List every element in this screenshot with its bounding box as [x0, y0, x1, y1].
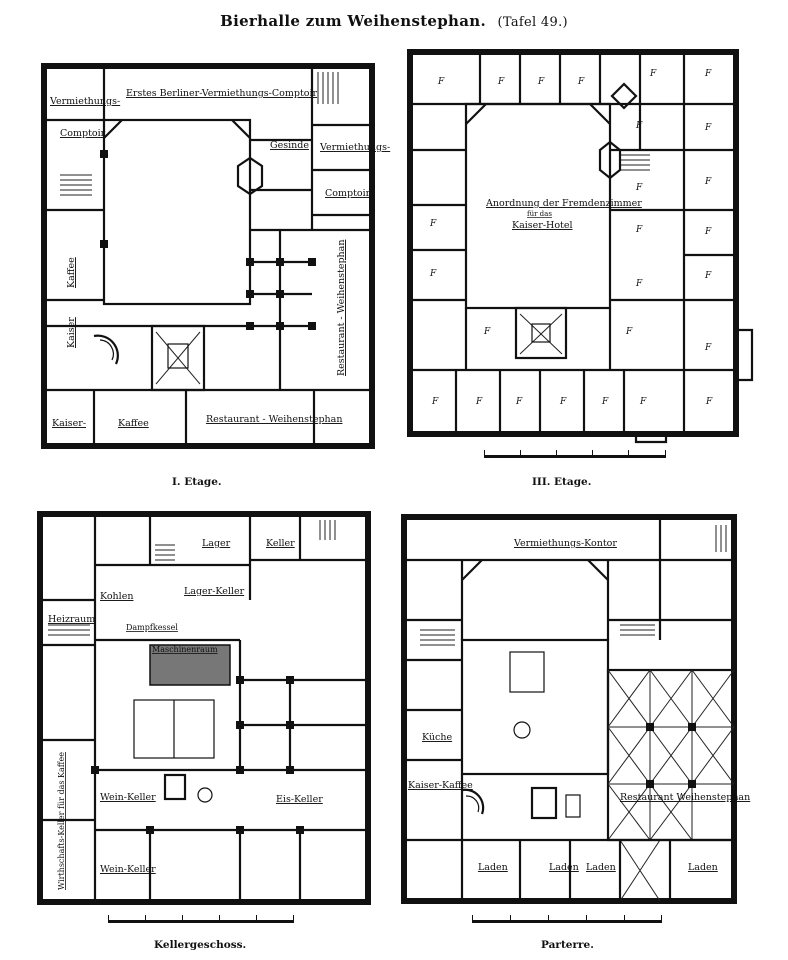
- svg-text:F: F: [431, 397, 439, 407]
- label-eis-keller: Eis-Keller: [276, 794, 323, 805]
- label-restaurant-weihenstephan: Restaurant Weihenstephan: [620, 792, 750, 803]
- room-marks: F F F F F F F F F F F F F F F F F F F F …: [429, 69, 713, 407]
- plan-first-floor: Vermiethungs- Comptoir Erstes Berliner-V…: [41, 63, 390, 449]
- label-comptoir-right: Comptoir: [325, 188, 371, 199]
- label-dampfkessel: Dampfkessel: [126, 623, 178, 632]
- label-kaiser-hotel: Kaiser-Hotel: [512, 220, 573, 231]
- svg-text:F: F: [704, 123, 712, 133]
- svg-text:F: F: [704, 271, 712, 281]
- svg-text:F: F: [497, 77, 505, 87]
- svg-text:F: F: [429, 219, 437, 229]
- label-wein-keller-2: Wein-Keller: [100, 864, 156, 875]
- label-lager-top: Lager: [202, 538, 231, 549]
- svg-text:F: F: [625, 327, 633, 337]
- label-laden-3: Laden: [586, 862, 616, 873]
- svg-text:F: F: [437, 77, 445, 87]
- label-kuche: Küche: [422, 732, 452, 743]
- svg-text:F: F: [635, 279, 643, 289]
- svg-text:F: F: [635, 121, 643, 131]
- svg-text:F: F: [639, 397, 647, 407]
- label-comptoir-left: Comptoir: [60, 128, 106, 139]
- label-maschinenraum: Maschinenraum: [152, 645, 218, 654]
- label-keller-top: Keller: [266, 538, 295, 549]
- label-wirthschafts-vertical: Wirthschafts-Keller für das Kaffee: [57, 752, 66, 890]
- label-fur-das: für das: [527, 210, 552, 218]
- svg-text:F: F: [635, 183, 643, 193]
- label-laden-1: Laden: [478, 862, 508, 873]
- label-restaurant-bottom: Restaurant - Weihenstephan: [206, 414, 342, 425]
- label-restaurant-vertical: Restaurant - Weihenstephan: [336, 240, 347, 376]
- caption-third-floor: III. Etage.: [532, 476, 591, 488]
- outer-wall: [41, 63, 375, 449]
- svg-text:F: F: [475, 397, 483, 407]
- vault-lines: [607, 669, 735, 902]
- label-laden-4: Laden: [688, 862, 718, 873]
- label-kaiser-vertical: Kaiser: [66, 317, 77, 348]
- svg-text:F: F: [635, 225, 643, 235]
- label-anordnung: Anordnung der Fremdenzimmer: [485, 198, 642, 209]
- plan-ground-floor: Vermiethungs-Kontor Küche Kaiser-Kaffee …: [401, 514, 750, 904]
- label-heizraum: Heizraum: [48, 614, 95, 625]
- svg-text:F: F: [559, 397, 567, 407]
- label-berliner-comptoir: Erstes Berliner-Vermiethungs-Comptoir: [126, 88, 318, 99]
- svg-text:F: F: [429, 269, 437, 279]
- label-kaiser-bottom: Kaiser-: [52, 418, 86, 429]
- sheet-title: Bierhalle zum Weihenstephan. (Tafel 49.): [0, 12, 788, 30]
- label-kohlen: Kohlen: [100, 591, 133, 602]
- svg-text:F: F: [704, 177, 712, 187]
- svg-text:F: F: [537, 77, 545, 87]
- svg-text:F: F: [577, 77, 585, 87]
- machine-room-block: [149, 644, 231, 686]
- hall-column: [513, 721, 531, 739]
- plan-third-floor: F F F F F F F F F F F F F F F F F F F F …: [407, 49, 754, 444]
- label-laden-2: Laden: [549, 862, 579, 873]
- label-kaffee-bottom: Kaffee: [118, 418, 149, 429]
- scale-bar-cellar: [108, 915, 294, 923]
- svg-text:F: F: [704, 343, 712, 353]
- svg-text:F: F: [704, 69, 712, 79]
- label-vermiethungs-kontor: Vermiethungs-Kontor: [513, 538, 617, 549]
- outer-wall: [407, 49, 739, 437]
- label-gesinde: Gesinde: [270, 140, 309, 151]
- caption-ground-floor: Parterre.: [541, 939, 594, 951]
- plate-number: (Tafel 49.): [497, 15, 568, 30]
- label-kaiser-kaffee: Kaiser-Kaffee: [408, 780, 473, 791]
- svg-text:F: F: [483, 327, 491, 337]
- svg-text:F: F: [515, 397, 523, 407]
- label-vermiethungs-left: Vermiethungs-: [49, 96, 120, 107]
- courtyard: [102, 118, 252, 306]
- label-vermiethungs-right: Vermiethungs-: [319, 142, 390, 153]
- svg-text:F: F: [705, 397, 713, 407]
- label-wein-keller-1: Wein-Keller: [100, 792, 156, 803]
- caption-cellar: Kellergeschoss.: [154, 939, 246, 951]
- label-kaffee-vertical: Kaffee: [66, 257, 77, 288]
- outer-wall: [37, 511, 371, 905]
- scale-bar-third-floor: [484, 450, 666, 458]
- title-text: Bierhalle zum Weihenstephan.: [220, 12, 487, 30]
- plan-cellar: Lager Keller Kohlen Lager-Keller Heizrau…: [37, 511, 371, 905]
- scale-bar-ground: [472, 915, 662, 923]
- central-hall: [460, 638, 610, 776]
- caption-first-floor: I. Etage.: [172, 476, 222, 488]
- label-lager-keller: Lager-Keller: [184, 586, 245, 597]
- svg-text:F: F: [704, 227, 712, 237]
- svg-text:F: F: [601, 397, 609, 407]
- svg-text:F: F: [649, 69, 657, 79]
